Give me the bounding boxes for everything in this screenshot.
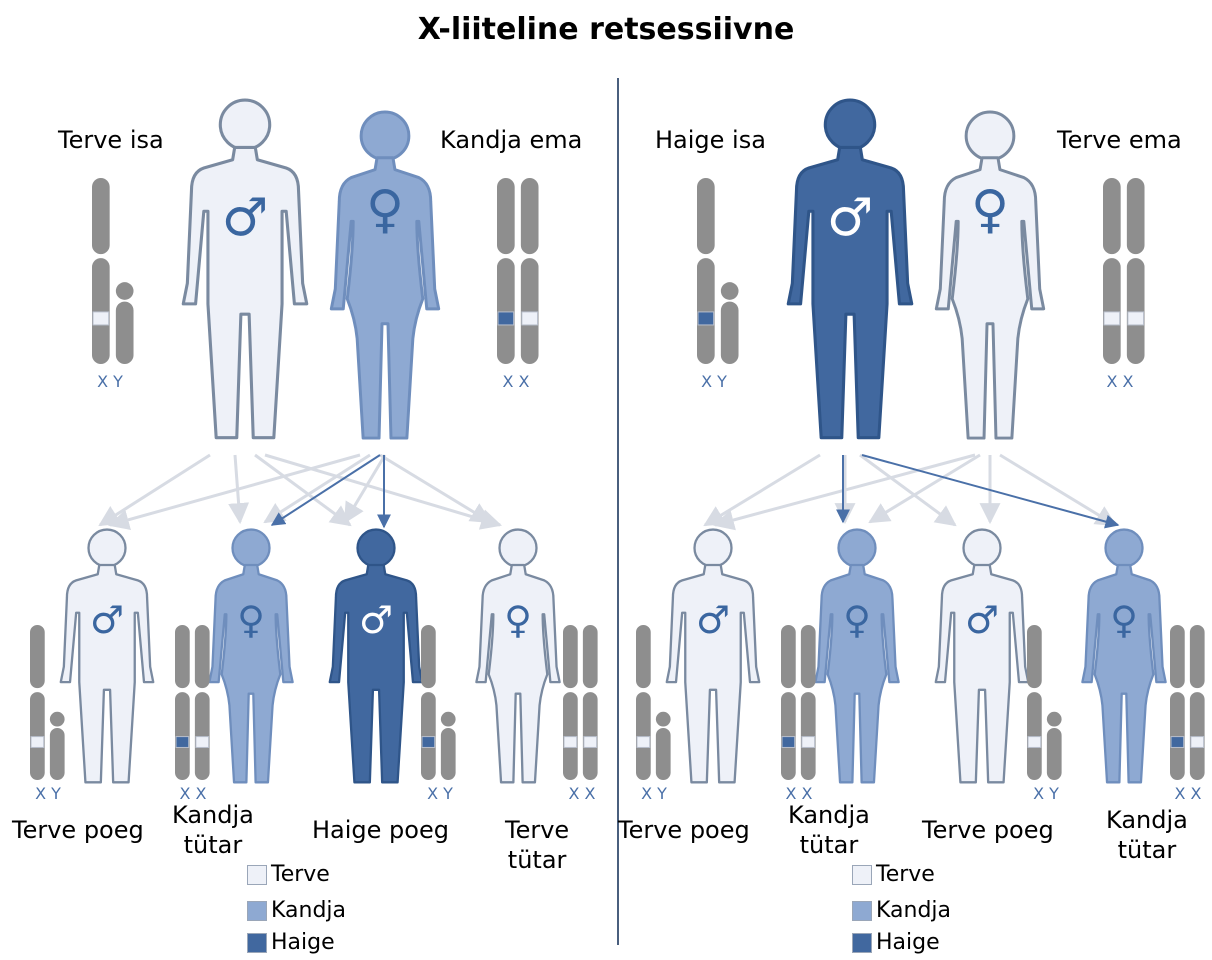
left-child-4-chromosome-label: X X — [552, 784, 612, 803]
legend-label: Kandja — [876, 898, 951, 923]
male-symbol-icon: ♂ — [90, 598, 124, 642]
right-child-4-label: Kandja tütar — [1106, 805, 1188, 865]
male-symbol-icon: ♂ — [965, 598, 999, 642]
left-legend-healthy: Terve — [247, 862, 330, 887]
legend-label: Haige — [271, 930, 335, 955]
male-symbol-icon: ♂ — [359, 598, 393, 642]
left-child-1-chromosome-label: X Y — [18, 784, 78, 803]
right-father-label: Haige isa — [655, 125, 766, 155]
right-child-4-chromosomes — [1170, 625, 1205, 780]
right-child-1-chromosomes — [636, 625, 671, 780]
left-legend-affected: Haige — [247, 930, 335, 955]
right-child-2-figure — [815, 530, 898, 783]
legend-label: Haige — [876, 930, 940, 955]
left-father-figure — [183, 100, 307, 438]
right-father-figure — [788, 100, 912, 438]
left-child-2-chromosomes — [175, 625, 210, 780]
left-child-4-chromosomes — [563, 625, 598, 780]
healthy-swatch — [852, 865, 872, 885]
left-child-3-chromosomes — [421, 625, 456, 780]
right-child-4-figure — [1082, 530, 1165, 783]
page-title: X-liiteline retsessiivne — [0, 12, 1212, 47]
right-child-2-label: Kandja tütar — [788, 800, 870, 860]
right-child-3-label: Terve poeg — [922, 815, 1054, 845]
left-mother-figure — [331, 112, 438, 438]
left-legend-carrier: Kandja — [247, 898, 346, 923]
left-mother-chromosome-label: X X — [486, 372, 546, 391]
carrier-swatch — [852, 901, 872, 921]
right-child-2-chromosomes — [781, 625, 816, 780]
inheritance-arrow-faint — [870, 455, 980, 522]
right-legend-affected: Haige — [852, 930, 940, 955]
right-child-3-chromosomes — [1027, 625, 1062, 780]
affected-swatch — [247, 933, 267, 953]
right-mother-label: Terve ema — [1057, 125, 1182, 155]
left-child-4-figure — [476, 530, 559, 783]
healthy-swatch — [247, 865, 267, 885]
inheritance-arrow-faint — [100, 455, 210, 525]
right-mother-chromosome-label: X X — [1090, 372, 1150, 391]
right-child-2-chromosome-label: X X — [769, 784, 829, 803]
female-symbol-icon: ♀ — [971, 180, 1009, 240]
female-symbol-icon: ♀ — [1110, 598, 1138, 642]
affected-swatch — [852, 933, 872, 953]
female-symbol-icon: ♀ — [504, 598, 532, 642]
left-father-chromosomes — [92, 178, 134, 364]
right-child-1-figure — [667, 530, 759, 783]
left-child-3-chromosome-label: X Y — [410, 784, 470, 803]
right-child-3-chromosome-label: X Y — [1016, 784, 1076, 803]
left-child-1-chromosomes — [30, 625, 65, 780]
right-child-4-chromosome-label: X X — [1158, 784, 1212, 803]
legend-label: Terve — [271, 862, 330, 887]
carrier-swatch — [247, 901, 267, 921]
male-symbol-icon: ♂ — [222, 188, 269, 248]
legend-label: Terve — [876, 862, 935, 887]
right-legend-carrier: Kandja — [852, 898, 951, 923]
left-mother-chromosomes — [497, 178, 539, 364]
left-child-2-figure — [209, 530, 292, 783]
legend-label: Kandja — [271, 898, 346, 923]
left-father-label: Terve isa — [58, 125, 164, 155]
inheritance-arrow-faint — [265, 455, 370, 522]
left-child-2-chromosome-label: X X — [163, 784, 223, 803]
right-child-1-label: Terve poeg — [618, 815, 750, 845]
female-symbol-icon: ♀ — [237, 598, 265, 642]
left-mother-label: Kandja ema — [440, 125, 582, 155]
inheritance-arrow-faint — [1000, 455, 1115, 525]
left-child-3-figure — [330, 530, 422, 783]
right-child-3-figure — [936, 530, 1028, 783]
left-child-1-figure — [61, 530, 153, 783]
right-father-chromosomes — [697, 178, 739, 364]
right-child-1-chromosome-label: X Y — [624, 784, 684, 803]
left-child-3-label: Haige poeg — [312, 815, 449, 845]
right-father-chromosome-label: X Y — [684, 372, 744, 391]
right-mother-figure — [936, 112, 1043, 438]
right-legend-healthy: Terve — [852, 862, 935, 887]
female-symbol-icon: ♀ — [843, 598, 871, 642]
inheritance-arrow-faint — [705, 455, 820, 525]
left-child-1-label: Terve poeg — [12, 815, 144, 845]
left-child-2-label: Kandja tütar — [172, 800, 254, 860]
female-symbol-icon: ♀ — [366, 180, 404, 240]
right-mother-chromosomes — [1103, 178, 1145, 364]
male-symbol-icon: ♂ — [827, 188, 874, 248]
male-symbol-icon: ♂ — [696, 598, 730, 642]
left-child-4-label: Terve tütar — [505, 815, 569, 875]
inheritance-arrow-faint — [380, 455, 490, 522]
left-father-chromosome-label: X Y — [80, 372, 140, 391]
